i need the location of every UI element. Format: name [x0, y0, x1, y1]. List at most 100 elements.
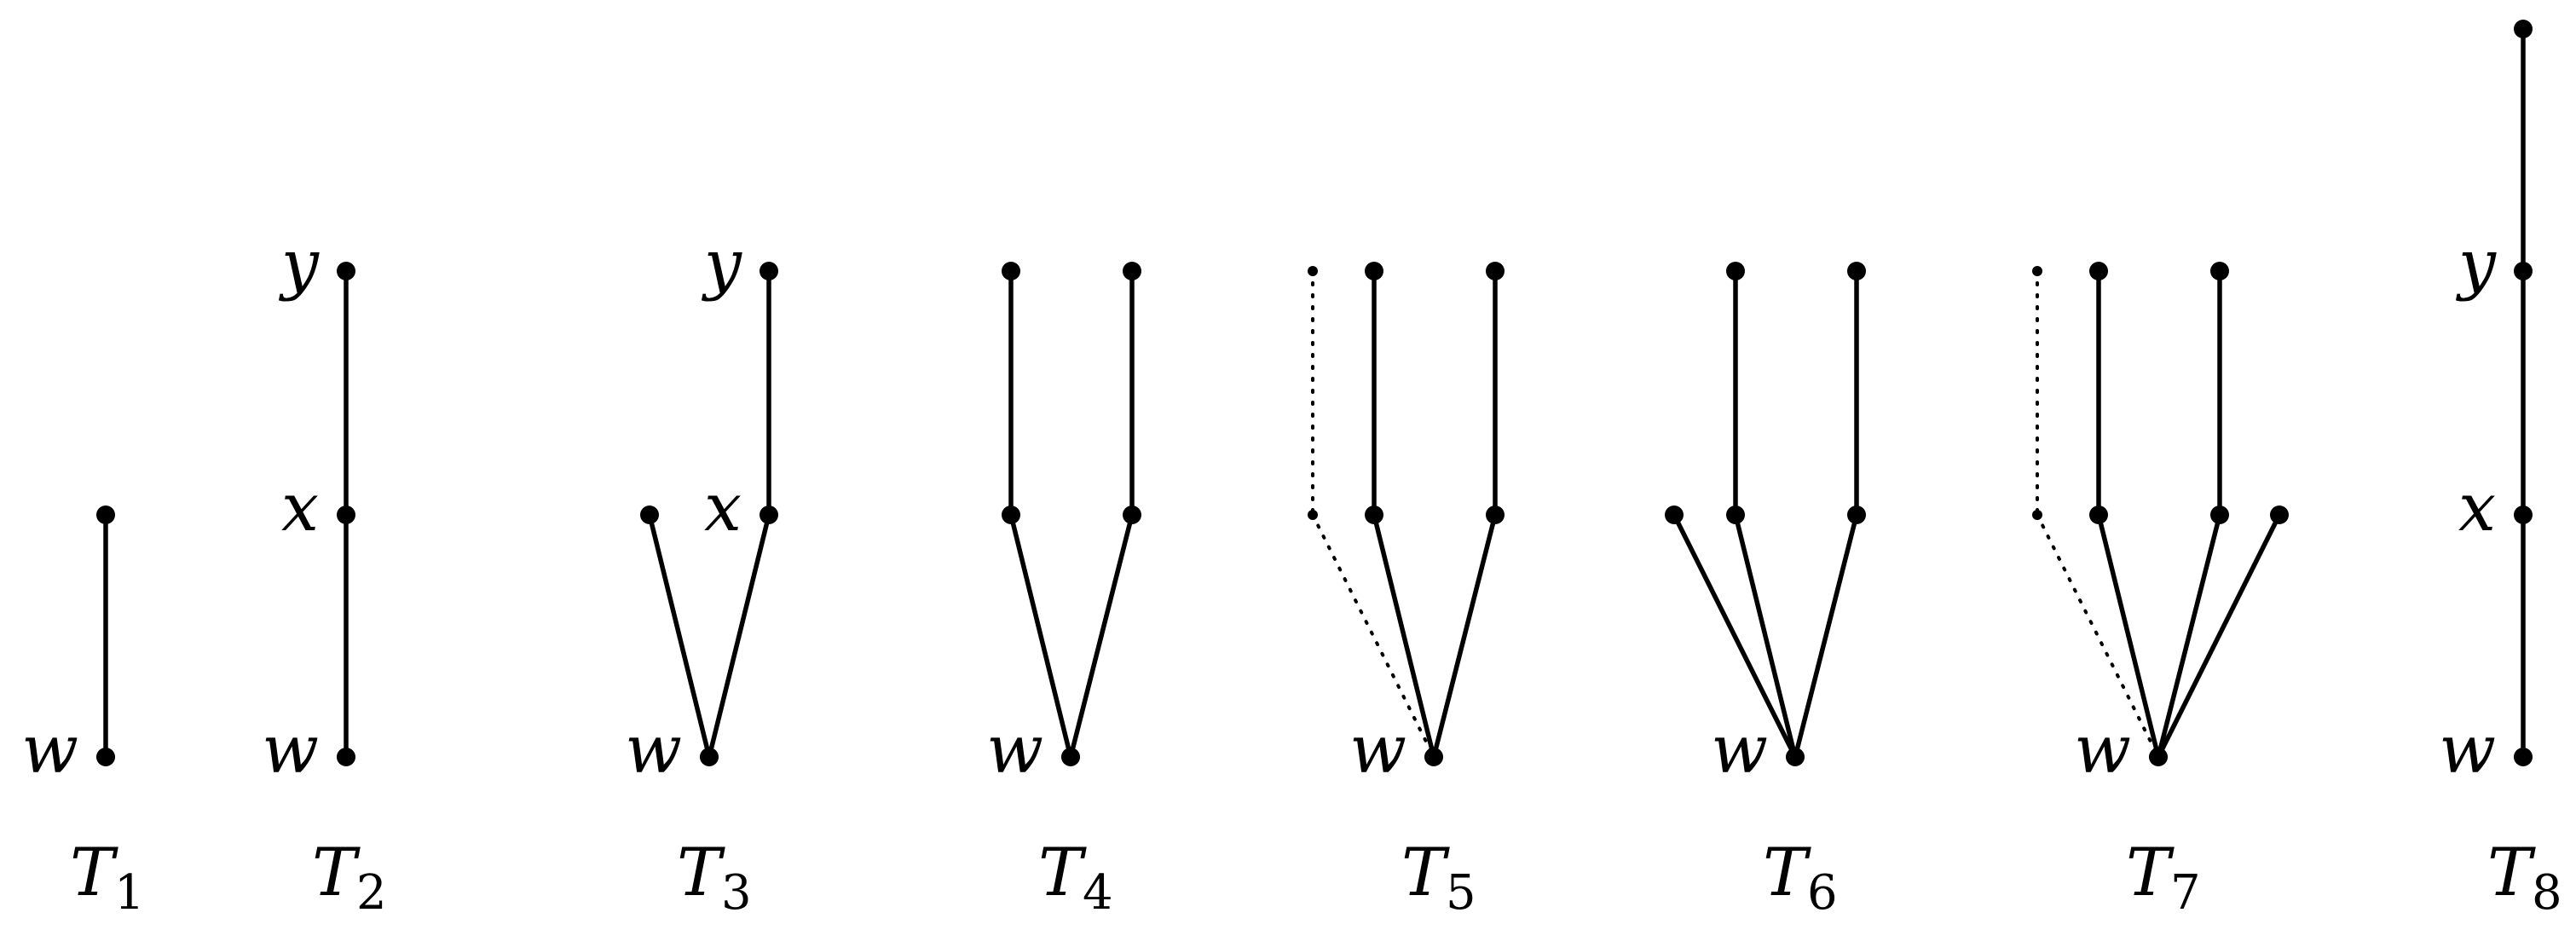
vertex-label-x: x [2458, 470, 2496, 546]
vertex-y [2514, 262, 2533, 280]
vertex [1847, 262, 1866, 280]
vertex-label-y: y [702, 226, 742, 303]
tree-t2: y x w T2 [262, 226, 386, 921]
vertex [2210, 262, 2229, 280]
edge [1068, 512, 1135, 760]
vertex-label-y: y [2456, 226, 2497, 303]
vertex-w [2514, 748, 2533, 766]
tree-label-letter: T [2126, 835, 2175, 911]
tree-label-letter: T [677, 835, 725, 911]
vertex-y [337, 262, 355, 280]
tree-label-letter: T [1038, 835, 1087, 911]
vertex [1002, 262, 1020, 280]
dotted-vertex [1308, 266, 1318, 276]
tree-label-subscript: 1 [114, 865, 145, 921]
edge [1672, 512, 1798, 760]
vertex [96, 505, 115, 524]
vertex [1726, 505, 1745, 524]
vertex-label-w: w [262, 712, 319, 788]
edge [1008, 512, 1073, 760]
tree-label-subscript: 8 [2532, 865, 2562, 921]
vertex [1665, 505, 1684, 524]
tree-label-letter: T [2487, 835, 2536, 911]
tree-label-letter: T [70, 835, 118, 911]
tree-t7: w T7 [2032, 262, 2289, 921]
tree-t4: w T4 [986, 262, 1141, 921]
vertex [1726, 262, 1745, 280]
vertex [2514, 20, 2533, 38]
vertex [640, 505, 659, 524]
tree-label-letter: T [1763, 835, 1811, 911]
vertex-x [2514, 505, 2533, 524]
vertex-w [1424, 748, 1443, 766]
vertex [1002, 505, 1020, 524]
vertex [1123, 505, 1141, 524]
tree-label-subscript: 5 [1446, 865, 1476, 921]
vertex-w [1786, 748, 1805, 766]
tree-t3: y x w T3 [625, 226, 778, 921]
tree-label-t4: T4 [1038, 835, 1113, 921]
edge [1793, 512, 1859, 760]
dotted-vertex [2032, 510, 2042, 520]
tree-label-subscript: 3 [721, 865, 752, 921]
tree-label-t2: T2 [312, 835, 387, 921]
vertex-label-w: w [1349, 712, 1406, 788]
edge [2156, 512, 2222, 760]
tree-t1: w T1 [21, 505, 145, 921]
edge [647, 512, 712, 760]
edge [2096, 512, 2161, 760]
vertex-label-y: y [279, 226, 320, 303]
vertex-y [760, 262, 778, 280]
vertex-x [760, 505, 778, 524]
tree-label-t7: T7 [2126, 835, 2201, 921]
vertex-label-x: x [281, 470, 319, 546]
vertex [2089, 262, 2108, 280]
vertex-label-x: x [704, 470, 742, 546]
vertex-w [96, 748, 115, 766]
edge [2156, 512, 2282, 760]
tree-label-t5: T5 [1401, 835, 1476, 921]
vertex-w [2149, 748, 2168, 766]
vertex [1365, 262, 1383, 280]
tree-label-t8: T8 [2487, 835, 2562, 921]
dotted-vertex [1308, 510, 1318, 520]
tree-t8: y x w T8 [2439, 20, 2562, 921]
vertex-label-w: w [625, 712, 682, 788]
vertex-w [700, 748, 719, 766]
dotted-edge [1311, 513, 1435, 759]
edge [1431, 512, 1498, 760]
vertex-w [337, 748, 355, 766]
vertex-label-w: w [1711, 712, 1768, 788]
tree-t6: w T6 [1665, 262, 1866, 921]
vertex [1365, 505, 1383, 524]
tree-label-subscript: 7 [2170, 865, 2201, 921]
vertex-label-w: w [2439, 712, 2496, 788]
tree-label-subscript: 2 [356, 865, 387, 921]
tree-t5: w T5 [1308, 262, 1505, 921]
tree-label-t1: T1 [70, 835, 145, 921]
tree-label-subscript: 4 [1083, 865, 1113, 921]
vertex [2089, 505, 2108, 524]
vertex [1123, 262, 1141, 280]
tree-label-t6: T6 [1763, 835, 1838, 921]
vertex [1486, 262, 1505, 280]
dotted-edge [2036, 513, 2160, 759]
dotted-vertex [2032, 266, 2042, 276]
vertex-label-w: w [21, 712, 78, 788]
vertex-w [1061, 748, 1080, 766]
tree-label-t3: T3 [677, 835, 752, 921]
edge [1733, 512, 1798, 760]
vertex [1847, 505, 1866, 524]
vertex [1486, 505, 1505, 524]
vertex-label-w: w [2074, 712, 2131, 788]
tree-label-subscript: 6 [1807, 865, 1838, 921]
edge [707, 512, 771, 760]
vertex-label-w: w [986, 712, 1043, 788]
vertex-x [337, 505, 355, 524]
tree-label-letter: T [312, 835, 361, 911]
edge [1372, 512, 1436, 760]
vertex [2210, 505, 2229, 524]
tree-label-letter: T [1401, 835, 1450, 911]
vertex [2270, 505, 2289, 524]
